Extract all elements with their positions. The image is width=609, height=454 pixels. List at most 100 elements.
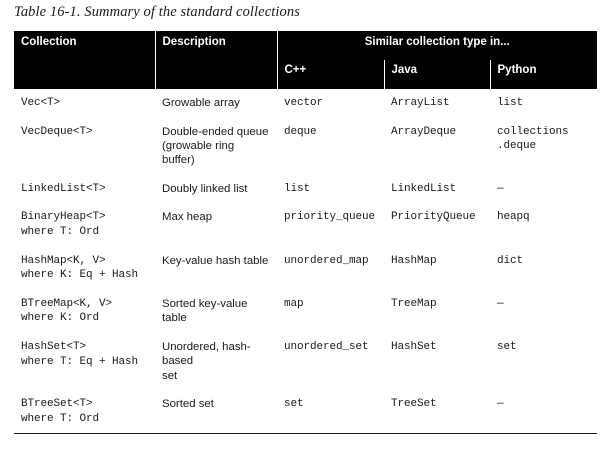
cell-description-text: Doubly linked list: [162, 182, 248, 195]
column-header-collection: Collection: [14, 31, 155, 89]
table-row: BinaryHeap<T> where T: Ord Max heap priori…: [14, 203, 598, 247]
cell-collection: LinkedList<T>: [14, 174, 155, 204]
cell-cpp-text: set: [284, 398, 304, 411]
column-header-cpp: C++: [276, 60, 384, 89]
column-header-description: Description: [154, 31, 277, 89]
cell-java: LinkedList: [384, 174, 490, 204]
cell-java-text: TreeSet: [391, 398, 437, 411]
cell-collection-text: HashSet<T> where T: Eq + Hash: [21, 340, 139, 368]
standard-collections-table: Collection Description Similar collectio…: [14, 31, 598, 435]
cell-java-text: TreeMap: [391, 297, 437, 310]
cell-cpp: list: [277, 174, 384, 204]
cell-collection-text: HashMap<K, V> where K: Eq + Hash: [21, 254, 139, 282]
cell-cpp-text: map: [284, 297, 304, 310]
cell-description: Double-ended queue (growable ring buffer…: [155, 117, 277, 175]
cell-python: dict: [490, 246, 598, 290]
cell-collection: Vec<T>: [14, 89, 155, 118]
table-row: HashSet<T> where T: Eq + Hash Unordered, …: [14, 332, 598, 391]
cell-cpp: set: [277, 390, 384, 434]
cell-python-text: dict: [497, 254, 524, 267]
cell-description-text: Unordered, hash-based set: [162, 340, 251, 382]
cell-python-text: heapq: [497, 211, 530, 224]
cell-description: Key-value hash table: [155, 246, 277, 290]
cell-java: TreeMap: [384, 289, 490, 333]
cell-java-text: ArrayList: [391, 97, 450, 109]
cell-collection-text: Vec<T>: [21, 97, 61, 109]
cell-java-text: ArrayDeque: [391, 125, 457, 138]
cell-java: PriorityQueue: [384, 203, 490, 247]
table-header: Collection Description Similar collectio…: [14, 31, 598, 89]
table-row: BTreeSet<T> where T: Ord Sorted set set Tre…: [14, 390, 598, 434]
cell-cpp: priority_queue: [277, 203, 384, 247]
cell-python-text: —: [497, 182, 504, 195]
cell-cpp: unordered_set: [277, 332, 384, 391]
cell-description: Max heap: [155, 203, 277, 247]
cell-description: Sorted key-value table: [155, 289, 277, 333]
cell-python-text: collections .deque: [497, 125, 569, 153]
cell-cpp: deque: [277, 117, 384, 175]
cell-cpp: unordered_map: [277, 246, 384, 290]
table-caption: Table 16-1. Summary of the standard coll…: [14, 4, 300, 20]
column-header-python: Python: [489, 60, 598, 89]
cell-cpp-text: unordered_set: [284, 340, 369, 353]
cell-python: —: [490, 390, 598, 434]
column-header-java: Java: [383, 60, 490, 89]
cell-collection-text: LinkedList<T>: [21, 182, 106, 195]
cell-collection-text: BTreeSet<T> where T: Ord: [21, 398, 100, 425]
cell-cpp-text: vector: [284, 97, 324, 109]
cell-collection-text: BTreeMap<K, V> where K: Ord: [21, 297, 113, 325]
table-row: BTreeMap<K, V> where K: Ord Sorted key-va…: [14, 289, 598, 333]
cell-collection: BTreeSet<T> where T: Ord: [14, 390, 155, 434]
cell-description: Sorted set: [155, 390, 277, 434]
cell-python: set: [490, 332, 598, 391]
table-bottom-rule: [14, 433, 598, 435]
cell-cpp-text: unordered_map: [284, 254, 369, 267]
cell-java-text: HashMap: [391, 254, 437, 267]
cell-cpp-text: list: [284, 182, 311, 195]
cell-java-text: LinkedList: [391, 182, 457, 195]
table-row: Vec<T> Growable array vector ArrayList list: [14, 89, 598, 118]
cell-description-text: Double-ended queue (growable ring buffer…: [162, 125, 269, 167]
cell-python-text: set: [497, 340, 517, 353]
cell-collection: BTreeMap<K, V> where K: Ord: [14, 289, 155, 333]
cell-python: —: [490, 174, 598, 204]
cell-java: TreeSet: [384, 390, 490, 434]
cell-collection: HashMap<K, V> where K: Eq + Hash: [14, 246, 155, 290]
cell-collection: VecDeque<T>: [14, 117, 155, 175]
cell-python: list: [490, 89, 598, 118]
table-row: LinkedList<T> Doubly linked list list Linke…: [14, 174, 598, 204]
cell-collection: HashSet<T> where T: Eq + Hash: [14, 332, 155, 391]
header-row-sub: C++ Java Python: [14, 60, 598, 89]
cell-python-text: —: [497, 297, 504, 310]
table-container: Collection Description Similar collectio…: [14, 31, 598, 435]
cell-collection-text: VecDeque<T>: [21, 125, 93, 138]
cell-java: HashMap: [384, 246, 490, 290]
cell-java: ArrayDeque: [384, 117, 490, 175]
table-bottom-rule-row: [14, 433, 598, 435]
cell-python: heapq: [490, 203, 598, 247]
cell-description-text: Growable array: [162, 97, 240, 109]
cell-description: Growable array: [155, 89, 277, 118]
cell-java-text: PriorityQueue: [391, 211, 476, 224]
table-row: VecDeque<T> Double-ended queue (growable …: [14, 117, 598, 175]
cell-description-text: Sorted set: [162, 398, 214, 411]
cell-cpp: vector: [277, 89, 384, 118]
cell-description-text: Max heap: [162, 211, 213, 224]
table-footer-rule: [14, 433, 598, 435]
header-row-top: Collection Description Similar collectio…: [14, 31, 598, 89]
table-row: HashMap<K, V> where K: Eq + Hash Key-valu…: [14, 246, 598, 290]
cell-cpp-text: deque: [284, 125, 317, 138]
cell-python: —: [490, 289, 598, 333]
cell-java-text: HashSet: [391, 340, 437, 353]
cell-collection-text: BinaryHeap<T> where T: Ord: [21, 211, 106, 238]
cell-java: ArrayList: [384, 89, 490, 118]
cell-python: collections .deque: [490, 117, 598, 175]
cell-cpp: map: [277, 289, 384, 333]
cell-python-text: list: [497, 97, 524, 109]
column-header-group-similar-collection-type: Similar collection type in...: [276, 31, 598, 60]
cell-collection: BinaryHeap<T> where T: Ord: [14, 203, 155, 247]
cell-cpp-text: priority_queue: [284, 211, 376, 224]
cell-description-text: Sorted key-value table: [162, 297, 248, 325]
